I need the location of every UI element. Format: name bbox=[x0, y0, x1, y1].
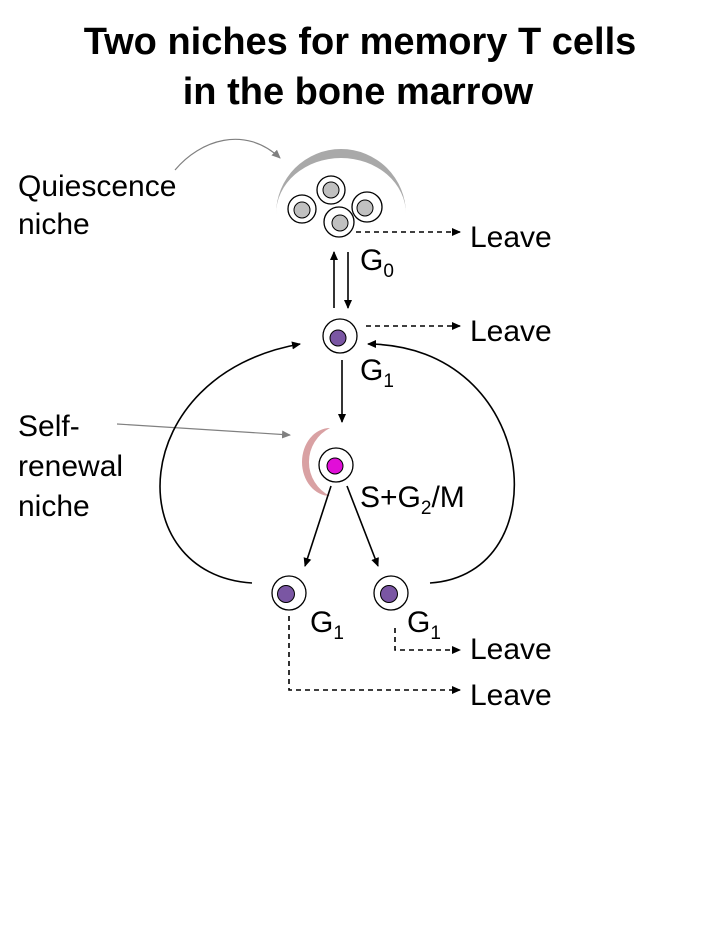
quiescence-pointer bbox=[174, 138, 281, 171]
self-renewal-niche-label-1: Self- bbox=[18, 410, 80, 443]
self-renewal-niche-label-2: renewal bbox=[18, 450, 123, 483]
leave-label-g1-top: Leave bbox=[470, 315, 552, 348]
quiescent-cell-cluster bbox=[287, 175, 383, 238]
leave-arrow-g1-left bbox=[288, 616, 461, 694]
self-renewal-niche-label-3: niche bbox=[18, 490, 90, 523]
quiescence-niche-crescent bbox=[276, 149, 406, 214]
leave-label-g0: Leave bbox=[470, 221, 552, 254]
g1-label-right: G1 bbox=[407, 606, 441, 644]
leave-label-g1-right: Leave bbox=[470, 633, 552, 666]
title-line-2: in the bone marrow bbox=[183, 71, 534, 113]
arrow-to-daughter-left bbox=[303, 485, 332, 567]
dividing-cell bbox=[318, 447, 354, 483]
self-renewal-pointer bbox=[116, 423, 291, 439]
g1-label-top: G1 bbox=[360, 354, 394, 392]
return-loop-left bbox=[159, 341, 301, 584]
s-g2-m-label: S+G2/M bbox=[360, 481, 465, 519]
g1-cell-right bbox=[373, 575, 409, 611]
return-loop-right bbox=[367, 340, 516, 584]
g1-cell-left bbox=[271, 575, 307, 611]
title-line-1: Two niches for memory T cells bbox=[84, 21, 637, 63]
g0-label: G0 bbox=[360, 244, 394, 282]
leave-label-g1-left: Leave bbox=[470, 679, 552, 712]
g1-label-left: G1 bbox=[310, 606, 344, 644]
self-renewal-niche-crescent bbox=[302, 428, 330, 496]
leave-arrow-g1-right bbox=[394, 628, 461, 654]
arrow-to-daughter-right bbox=[346, 485, 379, 567]
quiescence-niche-label-2: niche bbox=[18, 208, 90, 241]
quiescence-niche-label-1: Quiescence bbox=[18, 170, 176, 203]
g1-cell-top bbox=[322, 318, 358, 354]
